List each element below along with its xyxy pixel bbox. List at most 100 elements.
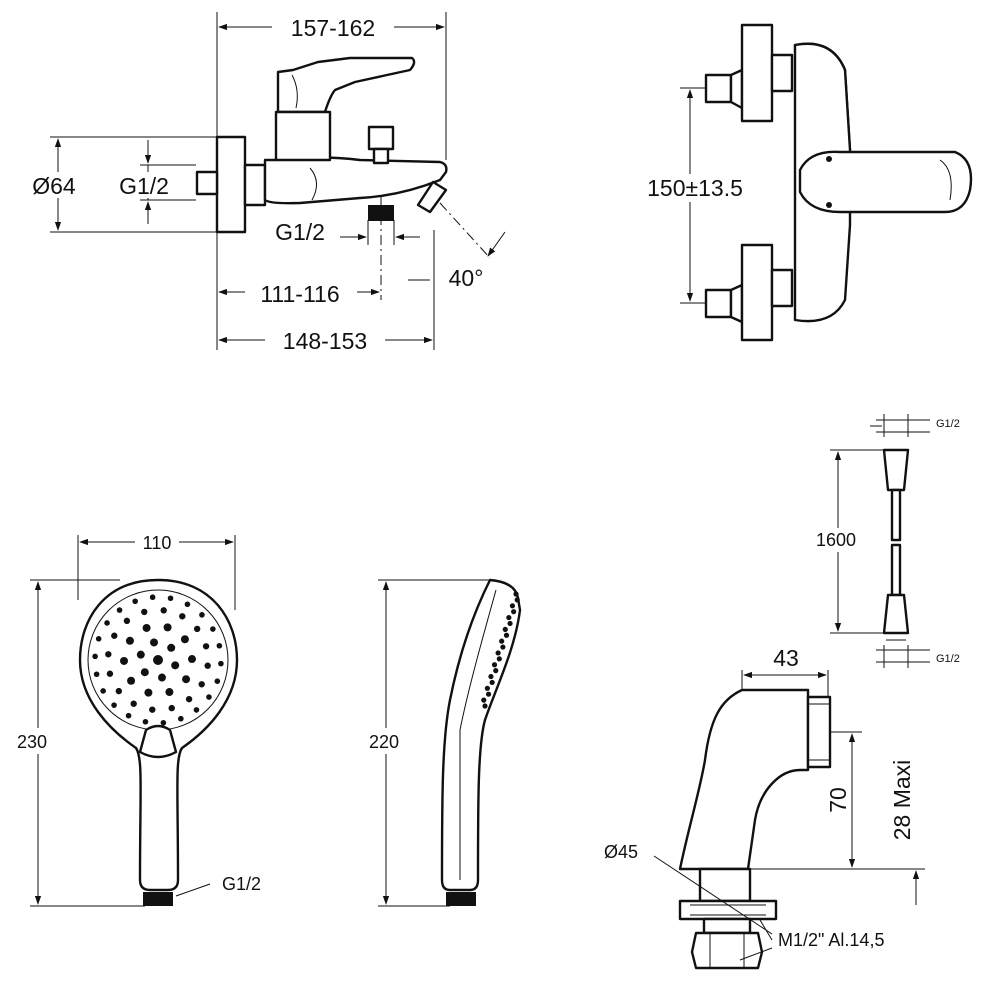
nozzle-dot	[141, 608, 148, 616]
side-spray-nozzles	[481, 591, 520, 709]
nozzle-dot	[167, 643, 176, 652]
nozzle-dot	[214, 678, 221, 684]
nozzle-dot	[198, 681, 205, 688]
nozzle-dot	[100, 688, 106, 694]
nozzle-dot	[216, 642, 223, 649]
hose-drawing: G1/2 1600 G1/2	[808, 414, 960, 668]
nozzle-dot	[182, 675, 191, 684]
spout-reach-label: 148-153	[283, 328, 367, 354]
nozzle-dot	[160, 607, 167, 614]
eccentric-connector: 43 70 28 Maxi Ø45 M1/2" Al.14,5	[604, 645, 925, 970]
side-nozzle-dot	[506, 614, 512, 621]
hand-shower-front-view: 110 230 G1/2	[8, 530, 261, 907]
side-nozzle-dot	[500, 644, 506, 650]
nozzle-dot	[180, 635, 189, 644]
nozzle-dot	[171, 661, 180, 670]
side-nozzle-dot	[491, 662, 498, 668]
nozzle-dot	[127, 676, 136, 685]
nozzle-dot	[168, 704, 175, 712]
nozzle-dot	[199, 612, 205, 618]
side-nozzle-dot	[503, 632, 510, 638]
shower-height-label: 230	[17, 732, 47, 752]
hose-length-label: 1600	[816, 530, 856, 550]
nozzle-dot	[163, 623, 172, 632]
nozzle-dot	[116, 607, 123, 613]
nozzle-dot	[92, 653, 98, 660]
inlet-thread-label: G1/2	[119, 173, 169, 199]
nozzle-dot	[202, 643, 210, 650]
nozzle-dot	[193, 625, 201, 633]
nozzle-dot	[142, 718, 149, 725]
mixer-top-view: 150±13.5	[630, 23, 973, 342]
nozzle-dot	[111, 702, 117, 708]
nozzle-dot	[104, 620, 110, 626]
side-nozzle-dot	[499, 638, 505, 644]
spout-angle-label: 40°	[449, 265, 484, 291]
nozzle-dot	[95, 636, 102, 642]
hose-bottom-thread-label: G1/2	[936, 653, 960, 665]
nozzle-dot	[165, 688, 174, 697]
overall-width-label: 157-162	[291, 15, 375, 41]
nozzle-dot	[136, 650, 145, 659]
eccentric-height-label: 70	[825, 787, 851, 813]
nozzle-dot	[157, 673, 166, 682]
nozzle-dot	[153, 655, 163, 665]
nozzle-dot	[185, 695, 193, 703]
spray-nozzles	[92, 594, 224, 726]
side-nozzle-dot	[495, 650, 501, 656]
side-nozzle-dot	[502, 626, 508, 632]
mixer-front-view: 157-162 Ø64 G1/2 G1/2	[20, 12, 506, 354]
nozzle-dot	[140, 668, 149, 677]
nozzle-dot	[206, 694, 212, 700]
nozzle-dot	[93, 671, 100, 678]
shower-side-height-label: 220	[369, 732, 399, 752]
eccentric-diameter-label: Ø45	[604, 842, 638, 862]
side-nozzle-dot	[488, 673, 494, 680]
nozzle-dot	[125, 712, 132, 719]
side-nozzle-dot	[511, 609, 517, 615]
nozzle-dot	[123, 617, 131, 625]
side-nozzle-dot	[482, 703, 488, 709]
shower-width-label: 110	[143, 533, 172, 553]
eccentric-width-label: 43	[773, 645, 799, 671]
nozzle-dot	[105, 651, 112, 658]
nozzle-dot	[149, 594, 156, 601]
nozzle-dot	[106, 670, 114, 677]
side-nozzle-dot	[489, 679, 495, 686]
side-nozzle-dot	[485, 691, 492, 697]
side-nozzle-dot	[496, 656, 502, 662]
nozzle-dot	[115, 687, 123, 695]
nozzle-dot	[204, 662, 211, 669]
nozzle-dot	[120, 656, 129, 665]
nozzle-dot	[178, 715, 184, 722]
nozzle-dot	[150, 638, 159, 647]
side-nozzle-dot	[481, 697, 487, 703]
nozzle-dot	[111, 632, 118, 639]
side-nozzle-dot	[507, 620, 513, 627]
outlet-thread-label: G1/2	[275, 219, 325, 245]
nozzle-dot	[144, 688, 153, 697]
hose-top-thread-label: G1/2	[936, 418, 960, 430]
nozzle-dot	[218, 660, 224, 667]
nozzle-dot	[187, 655, 196, 664]
nozzle-dot	[149, 706, 156, 713]
nozzle-dot	[130, 700, 137, 707]
nozzle-dot	[179, 613, 186, 620]
center-distance-label: 150±13.5	[647, 175, 743, 201]
nozzle-dot	[142, 623, 151, 632]
outlet-offset-label: 111-116	[260, 281, 339, 307]
nozzle-dot	[210, 626, 216, 632]
eccentric-adjust-label: 28 Maxi	[889, 760, 915, 841]
eccentric-thread-label: M1/2" Al.14,5	[778, 930, 884, 950]
nozzle-dot	[167, 595, 174, 602]
diameter-label: Ø64	[32, 173, 76, 199]
shower-thread-label: G1/2	[222, 874, 261, 894]
nozzle-dot	[184, 601, 191, 608]
nozzle-dot	[193, 707, 200, 713]
nozzle-dot	[132, 598, 138, 605]
side-nozzle-dot	[514, 597, 520, 603]
nozzle-dot	[160, 719, 167, 726]
side-nozzle-dot	[484, 685, 490, 691]
hand-shower-side-view: 220	[358, 578, 522, 907]
